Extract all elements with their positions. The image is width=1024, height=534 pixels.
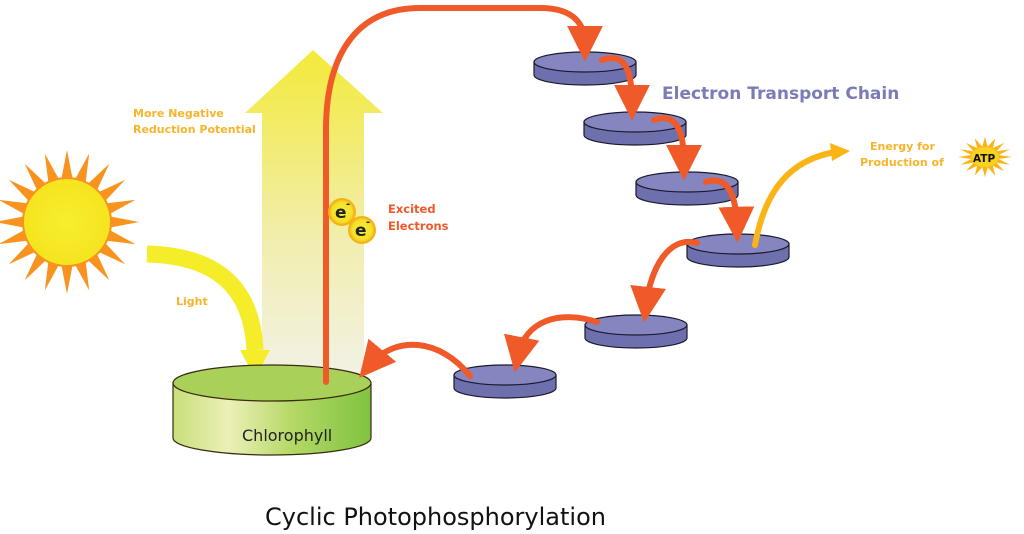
energy-arrow (752, 143, 850, 248)
energy-label-line1: Energy for (870, 140, 935, 153)
reduction-potential-label-line2: Reduction Potential (133, 123, 256, 136)
electron-flow-arrow (504, 314, 600, 373)
svg-text:-: - (366, 217, 370, 228)
electron-transport-chain (453, 51, 790, 399)
light-arrow (146, 245, 270, 378)
svg-text:-: - (346, 199, 350, 210)
etc-label: Electron Transport Chain (662, 84, 899, 104)
sun-icon (0, 150, 139, 294)
chlorophyll-label: Chlorophyll (242, 426, 332, 445)
energy-label-line2: Production of (860, 156, 944, 169)
electron-flow-arrows (359, 55, 755, 379)
electron-flow-arrow (359, 338, 473, 379)
electron-icon: e - (348, 216, 376, 244)
electron-carrier-disc (686, 233, 790, 268)
electron-carrier-disc (533, 51, 637, 86)
atp-label: ATP (973, 153, 995, 165)
excited-electron-path (323, 5, 603, 385)
electron-carrier-disc (453, 364, 557, 399)
electron-flow-arrow (630, 238, 700, 323)
reduction-potential-arrow (245, 50, 383, 400)
electron-flow-arrow (703, 177, 755, 243)
reduction-potential-label-line1: More Negative (133, 107, 224, 120)
light-label: Light (176, 295, 208, 308)
electron-carrier-disc (635, 171, 739, 206)
electron-flow-arrow (651, 115, 702, 181)
diagram-title: Cyclic Photophosphorylation (265, 503, 606, 531)
svg-text:e: e (355, 221, 367, 241)
svg-text:e: e (335, 203, 347, 223)
atp-starburst-icon (958, 136, 1012, 178)
excited-electrons-label-line2: Electrons (388, 219, 449, 233)
electron-flow-arrow (599, 55, 650, 121)
excited-electrons-label-line1: Excited (388, 202, 436, 216)
electron-carrier-disc (584, 314, 688, 349)
electron-icon: e - (328, 198, 356, 226)
chlorophyll-disc (172, 364, 372, 456)
